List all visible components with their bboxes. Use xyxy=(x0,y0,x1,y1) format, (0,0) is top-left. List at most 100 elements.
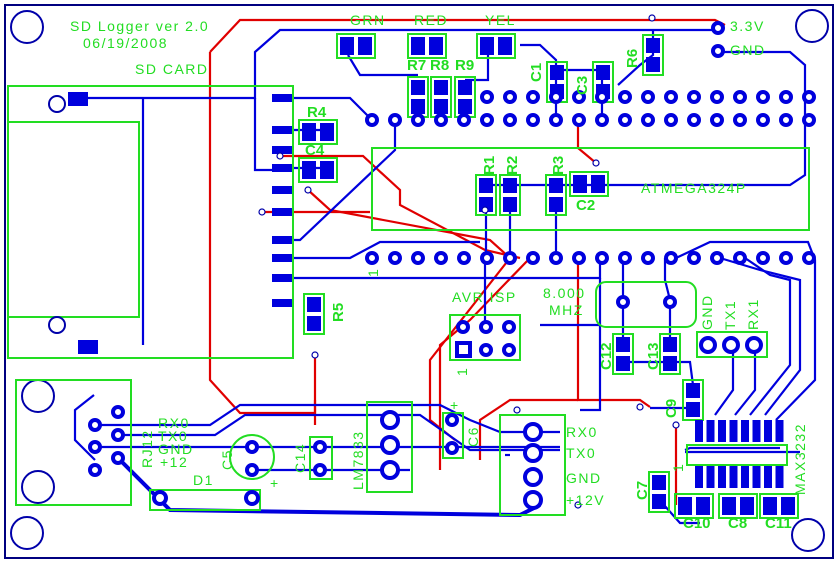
smd-pad xyxy=(652,494,666,509)
c5-pin xyxy=(245,440,259,454)
led-yel xyxy=(476,33,516,59)
sd-card-pad xyxy=(78,340,98,354)
via xyxy=(513,406,521,414)
d1-pin xyxy=(152,490,168,506)
max3232-pin xyxy=(764,420,772,442)
label-term-12v: +12V xyxy=(566,492,605,508)
label-rj-tx0: TX0 xyxy=(158,428,188,444)
sd-card-contact xyxy=(272,126,292,134)
smd-pad xyxy=(434,80,448,95)
mcu-pin-top xyxy=(641,113,655,127)
isp-pin xyxy=(502,343,516,357)
header-pin xyxy=(664,90,678,104)
sd-card-pin-hole xyxy=(48,316,66,334)
label-yel: YEL xyxy=(485,12,516,28)
smd-pad xyxy=(458,80,472,95)
label-r2: R2 xyxy=(504,156,521,175)
label-hdr-tx1: TX1 xyxy=(722,300,738,330)
smd-pad xyxy=(781,497,795,515)
label-c1: C1 xyxy=(528,63,545,82)
terminal-pin xyxy=(523,490,543,510)
c14-pin xyxy=(313,440,327,454)
regulator-pin xyxy=(380,410,400,430)
smd-pad xyxy=(550,65,564,80)
board-outline xyxy=(4,4,834,559)
terminal-pin xyxy=(523,443,543,463)
mcu-pin-bottom xyxy=(618,251,632,265)
header-pin xyxy=(572,90,586,104)
max3232-pin xyxy=(706,466,715,488)
sd-card-contact xyxy=(272,299,292,307)
c6-pin xyxy=(445,441,459,455)
via xyxy=(672,421,680,429)
max3232-pin xyxy=(775,420,784,442)
label-sd-card: SD CARD xyxy=(135,61,209,77)
sd-card-contact xyxy=(272,146,292,154)
mcu-pin-top xyxy=(756,113,770,127)
label-r8: R8 xyxy=(430,57,449,74)
smd-pad xyxy=(480,37,494,55)
mcu-pin-top xyxy=(480,113,494,127)
smd-pad xyxy=(411,37,425,55)
label-gnd-top: GND xyxy=(730,42,766,58)
label-r1: R1 xyxy=(481,156,498,175)
label-c5-plus: + xyxy=(270,475,280,491)
smd-pad xyxy=(411,99,425,114)
smd-pad xyxy=(498,37,512,55)
smd-pad xyxy=(340,37,354,55)
max3232-pin xyxy=(706,420,715,442)
label-term-rx0: RX0 xyxy=(566,424,598,440)
label-term-tx0: TX0 xyxy=(566,445,596,461)
mcu-pin-bottom xyxy=(756,251,770,265)
mcu-pin-top xyxy=(503,113,517,127)
smd-pad xyxy=(302,123,316,141)
label-rj-12: +12 xyxy=(160,454,188,470)
max3232-pin xyxy=(718,420,726,442)
isp-pin-1 xyxy=(455,341,472,358)
label-mcu-pin1: 1 xyxy=(365,268,381,277)
label-r6: R6 xyxy=(624,49,641,68)
sd-card-contact xyxy=(272,94,292,102)
header-pin xyxy=(779,90,793,104)
label-c6: C6 xyxy=(465,426,481,447)
regulator-pin xyxy=(380,435,400,455)
sd-card-contact xyxy=(272,274,292,282)
mcu-pin-bottom xyxy=(733,251,747,265)
r3 xyxy=(545,174,567,216)
max3232-pin xyxy=(718,466,726,488)
mcu-pin-bottom xyxy=(457,251,471,265)
mcu-pin-top xyxy=(687,113,701,127)
r4 xyxy=(298,119,338,145)
smd-pad xyxy=(663,337,677,352)
mcu-pin-top xyxy=(434,113,448,127)
mcu-pin-bottom xyxy=(710,251,724,265)
header-pin xyxy=(480,90,494,104)
header-pin xyxy=(641,90,655,104)
c2 xyxy=(569,171,609,197)
smd-pad xyxy=(358,37,372,55)
header-pin xyxy=(618,90,632,104)
label-rj12: RJ12 xyxy=(139,429,155,468)
sd-card-pin-hole xyxy=(48,95,66,113)
c7 xyxy=(648,471,670,513)
smd-pad xyxy=(591,175,605,193)
mcu-pin-bottom xyxy=(802,251,816,265)
c5-pin xyxy=(245,463,259,477)
mcu-pin-bottom xyxy=(687,251,701,265)
header-pin xyxy=(710,90,724,104)
smd-pad xyxy=(616,356,630,371)
mcu-pin-top xyxy=(388,113,402,127)
through-hole-pads xyxy=(48,14,816,510)
header-pin xyxy=(503,90,517,104)
sd-card-contact xyxy=(272,236,292,244)
smd-pad xyxy=(596,65,610,80)
c9 xyxy=(682,379,704,421)
label-c6-plus: + xyxy=(450,397,460,413)
smd-pad xyxy=(678,497,692,515)
label-c2: C2 xyxy=(576,197,595,214)
mcu-pin-bottom xyxy=(595,251,609,265)
max3232-pin xyxy=(764,466,772,488)
smd-pad xyxy=(696,497,710,515)
smd-pad xyxy=(458,99,472,114)
